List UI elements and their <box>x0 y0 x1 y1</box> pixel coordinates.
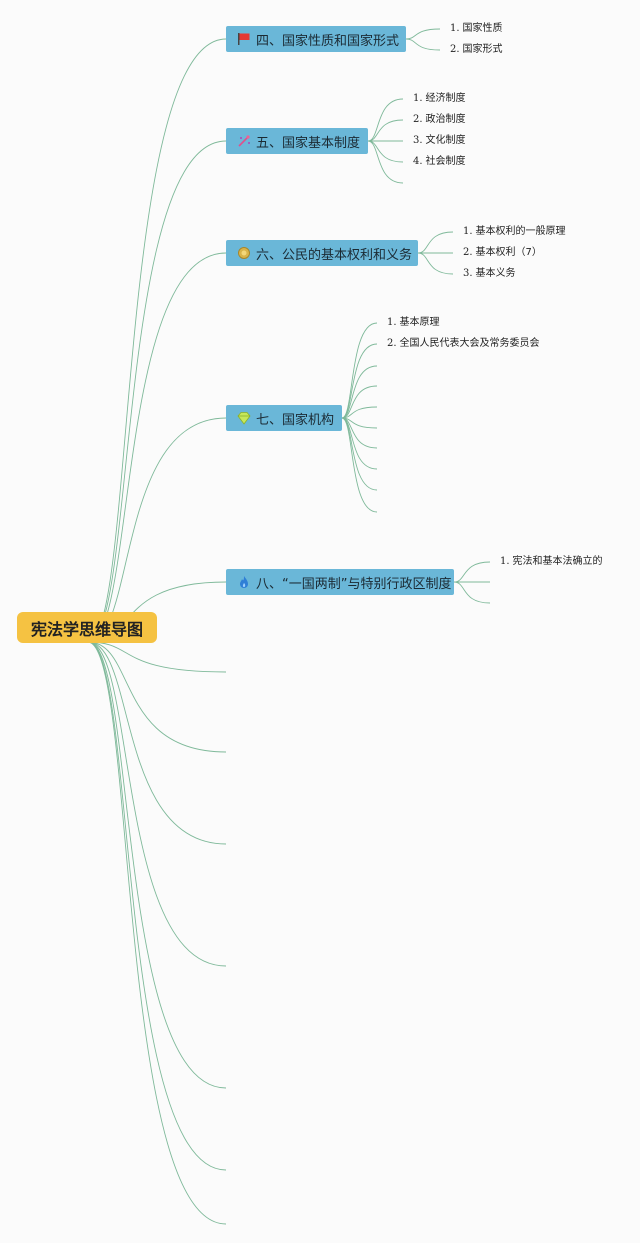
list-item[interactable]: 3.基本义务 <box>463 268 516 279</box>
connector-root-branch <box>87 252 227 643</box>
connector-branch-leaf <box>341 322 378 419</box>
connector-branch-leaf <box>341 417 378 513</box>
red-flag-icon <box>236 31 252 47</box>
connector-branch-leaf <box>453 561 491 583</box>
branch-label: 五、国家基本制度 <box>256 135 361 151</box>
connector-branch-leaf <box>453 581 491 604</box>
connector-root-branch <box>87 641 227 845</box>
connector-branch-leaf <box>405 38 441 51</box>
gold-badge-icon <box>236 245 252 261</box>
branch-label: 八、“一国两制”与特别行政区制度 <box>256 576 452 592</box>
connector-branch-leaf <box>367 98 404 142</box>
connector-branch-leaf <box>367 140 404 184</box>
branch-label: 七、国家机构 <box>256 412 335 428</box>
list-item[interactable]: 2.基本权利（7） <box>463 247 542 258</box>
connector-branch-leaf <box>417 231 454 254</box>
list-item[interactable]: 2.国家形式 <box>450 44 503 55</box>
connector-branch-leaf <box>417 252 454 275</box>
list-item[interactable]: 3.文化制度 <box>413 135 466 146</box>
branch-national-nature[interactable]: 四、国家性质和国家形式 <box>226 26 406 52</box>
connector-root-branch <box>87 641 227 967</box>
connector-branch-leaf <box>341 406 378 419</box>
connector-root-branch <box>87 641 227 1171</box>
connector-root-branch <box>87 641 227 753</box>
connector-branch-leaf <box>405 28 441 40</box>
connector-branch-leaf <box>341 343 378 419</box>
connector-root-branch <box>87 641 227 1225</box>
connector-root-branch <box>87 38 227 643</box>
list-item[interactable]: 2.全国人民代表大会及常务委员会 <box>387 338 540 349</box>
sparkle-wand-icon <box>236 133 252 149</box>
root-topic[interactable]: 宪法学思维导图 <box>17 612 157 643</box>
connector-root-branch <box>87 641 227 673</box>
connector-root-branch <box>87 140 227 643</box>
connector-branch-leaf <box>367 119 404 142</box>
connector-branch-leaf <box>341 385 378 419</box>
connector-root-branch <box>87 641 227 1089</box>
branch-one-country-two-systems[interactable]: 八、“一国两制”与特别行政区制度 <box>226 569 454 595</box>
branch-citizen-rights[interactable]: 六、公民的基本权利和义务 <box>226 240 418 266</box>
list-item[interactable]: 1.国家性质 <box>450 23 503 34</box>
gem-icon <box>236 410 252 426</box>
list-item[interactable]: 4.社会制度 <box>413 156 466 167</box>
list-item[interactable]: 1.经济制度 <box>413 93 466 104</box>
branch-state-organs[interactable]: 七、国家机构 <box>226 405 342 431</box>
fire-icon <box>236 574 252 590</box>
list-item[interactable]: 2.政治制度 <box>413 114 466 125</box>
branch-label: 四、国家性质和国家形式 <box>256 33 400 49</box>
branch-basic-systems[interactable]: 五、国家基本制度 <box>226 128 368 154</box>
list-item[interactable]: 1.宪法和基本法确立的 <box>500 556 603 567</box>
list-item[interactable]: 1.基本权利的一般原理 <box>463 226 566 237</box>
branch-label: 六、公民的基本权利和义务 <box>256 247 413 263</box>
list-item[interactable]: 1.基本原理 <box>387 317 440 328</box>
connector-branch-leaf <box>341 417 378 491</box>
